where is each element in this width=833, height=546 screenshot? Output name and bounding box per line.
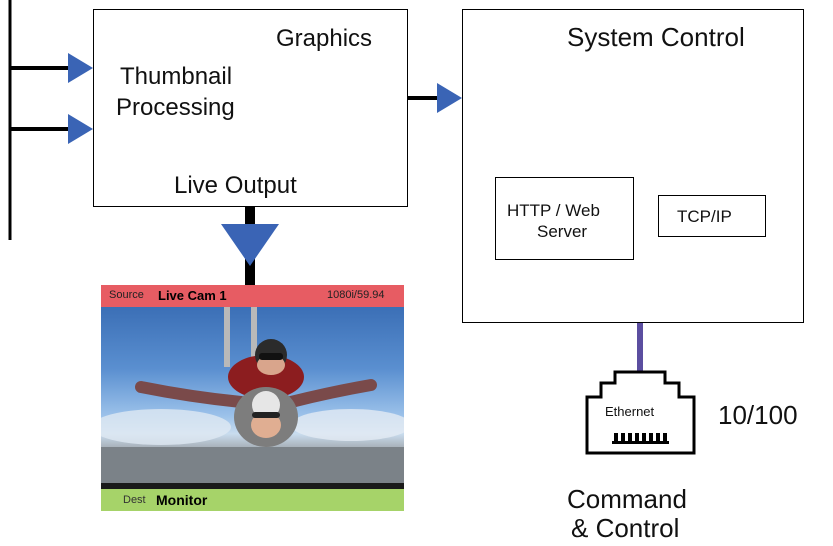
server-label: Server	[537, 222, 588, 241]
control-arrow	[437, 83, 462, 113]
control-label: & Control	[571, 513, 680, 543]
system-control-title: System Control	[567, 22, 745, 52]
dest-name: Monitor	[156, 492, 208, 508]
graphics-title: Graphics	[276, 25, 373, 52]
http-web-server-box	[495, 177, 634, 260]
input-arrow-1	[68, 53, 93, 83]
input-arrow-2	[68, 114, 93, 144]
command-label: Command	[567, 484, 687, 514]
graphics-box	[93, 9, 408, 207]
http-web-label: HTTP / Web	[507, 201, 600, 220]
source-label: Source	[109, 289, 144, 301]
system-control-box	[462, 9, 804, 323]
processing-label: Processing	[116, 94, 235, 121]
live-preview: Source Live Cam 1 1080i/59.94	[101, 285, 404, 511]
output-arrow	[221, 224, 279, 266]
skydiver-image	[101, 307, 404, 483]
ethernet-port-label: Ethernet	[605, 404, 655, 419]
tcpip-label: TCP/IP	[677, 207, 732, 226]
tcpip-box	[658, 195, 766, 237]
ethernet-jack-icon	[585, 370, 696, 455]
thumbnail-label: Thumbnail	[120, 63, 233, 90]
source-name: Live Cam 1	[158, 288, 227, 303]
format-label: 1080i/59.94	[327, 289, 385, 301]
dest-bar: Dest Monitor	[101, 489, 404, 511]
live-output-label: Live Output	[174, 172, 297, 199]
speed-label: 10/100	[718, 400, 798, 430]
source-bar: Source Live Cam 1 1080i/59.94	[101, 285, 404, 307]
dest-label: Dest	[123, 494, 146, 506]
